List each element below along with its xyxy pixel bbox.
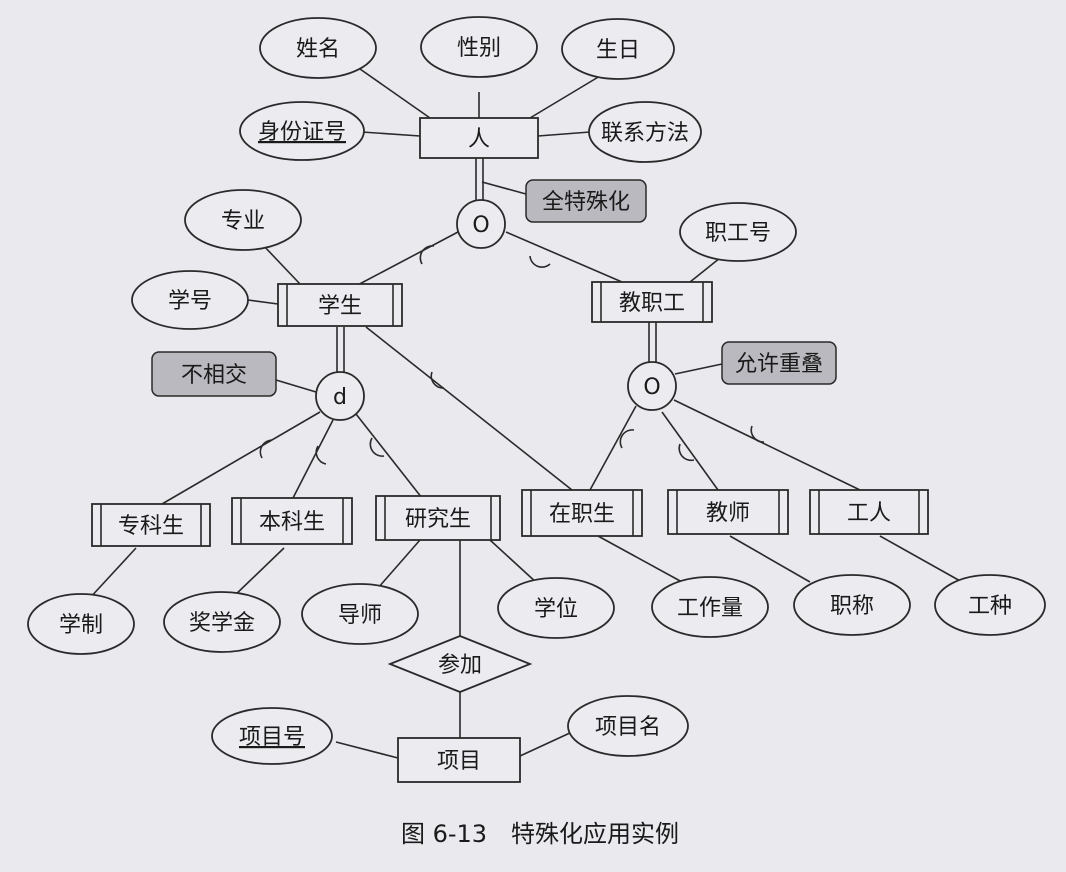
svg-text:专科生: 专科生 (118, 514, 184, 539)
figure-caption: 图 6-13 特殊化应用实例 (401, 820, 679, 848)
svg-text:工种: 工种 (968, 594, 1012, 619)
svg-text:允许重叠: 允许重叠 (735, 352, 823, 377)
svg-text:O: O (643, 375, 660, 400)
svg-text:本科生: 本科生 (259, 510, 325, 535)
relationship-participate: 参加 (387, 635, 533, 693)
entity-graduate: 研究生 (375, 495, 501, 541)
attribute-contact: 联系方法 (588, 101, 702, 163)
svg-text:联系方法: 联系方法 (601, 121, 689, 146)
svg-text:姓名: 姓名 (296, 37, 340, 62)
specialization-circle-student: d (315, 371, 365, 421)
svg-text:学号: 学号 (168, 289, 212, 314)
svg-text:学制: 学制 (59, 613, 103, 638)
svg-text:项目号: 项目号 (239, 725, 305, 750)
svg-text:人: 人 (468, 127, 490, 152)
svg-text:在职生: 在职生 (549, 502, 615, 527)
svg-text:O: O (472, 213, 489, 238)
entity-staff: 教职工 (591, 281, 713, 323)
note-overlap-allowed: 允许重叠 (721, 341, 837, 385)
attribute-student-no: 学号 (131, 270, 249, 330)
entity-worker: 工人 (809, 489, 929, 535)
svg-text:学位: 学位 (534, 597, 578, 622)
attribute-workload: 工作量 (651, 576, 769, 638)
svg-text:教职工: 教职工 (619, 291, 685, 316)
svg-text:工作量: 工作量 (677, 596, 743, 621)
entity-in-service: 在职生 (521, 489, 643, 537)
attribute-job-type: 工种 (934, 574, 1046, 636)
svg-text:研究生: 研究生 (405, 507, 471, 532)
svg-text:身份证号: 身份证号 (258, 120, 346, 145)
attribute-name: 姓名 (259, 17, 377, 79)
svg-text:奖学金: 奖学金 (189, 611, 255, 636)
attribute-staff-no: 职工号 (679, 202, 797, 262)
subset-symbols (259, 245, 765, 465)
attribute-project-no: 项目号 (211, 707, 333, 765)
svg-text:教师: 教师 (706, 501, 750, 526)
svg-text:职称: 职称 (830, 594, 874, 619)
svg-text:工人: 工人 (847, 501, 891, 526)
attribute-title: 职称 (793, 574, 911, 636)
svg-text:专业: 专业 (221, 209, 265, 234)
svg-text:导师: 导师 (338, 603, 382, 628)
attribute-supervisor: 导师 (301, 583, 419, 645)
note-total-specialization: 全特殊化 (525, 179, 647, 223)
entity-undergraduate: 本科生 (231, 497, 353, 545)
attribute-scholarship: 奖学金 (163, 591, 281, 653)
attribute-major: 专业 (184, 189, 302, 251)
svg-text:不相交: 不相交 (181, 363, 247, 388)
svg-text:全特殊化: 全特殊化 (542, 190, 630, 215)
attribute-school-system: 学制 (27, 593, 135, 655)
entity-project: 项目 (397, 737, 521, 783)
svg-text:d: d (333, 385, 347, 410)
svg-text:项目名: 项目名 (595, 715, 661, 740)
specialization-circle-staff: O (627, 361, 677, 411)
attribute-degree: 学位 (497, 577, 615, 639)
svg-text:职工号: 职工号 (705, 221, 771, 246)
entity-person: 人 (419, 117, 539, 159)
entity-teacher: 教师 (667, 489, 789, 535)
svg-text:生日: 生日 (596, 38, 640, 63)
specialization-circle-top: O (456, 199, 506, 249)
entity-student: 学生 (277, 283, 403, 327)
attribute-project-name: 项目名 (567, 695, 689, 757)
svg-text:项目: 项目 (437, 749, 481, 774)
note-disjoint: 不相交 (151, 351, 277, 397)
svg-text:性别: 性别 (457, 36, 501, 61)
connector-lines (87, 61, 963, 759)
attribute-birthday: 生日 (561, 18, 675, 80)
svg-text:参加: 参加 (438, 653, 482, 678)
entity-junior-college: 专科生 (91, 503, 211, 547)
attribute-id-number: 身份证号 (239, 101, 365, 161)
svg-text:学生: 学生 (318, 294, 362, 319)
attribute-gender: 性别 (420, 16, 538, 78)
